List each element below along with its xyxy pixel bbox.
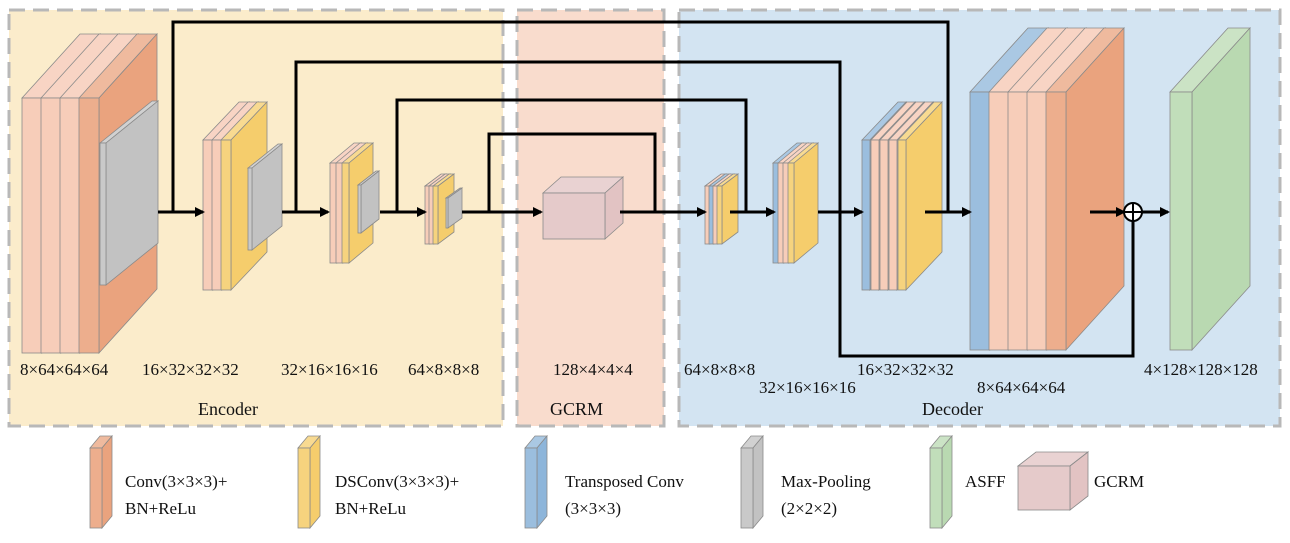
legend-tconv-swatch [524,434,548,530]
legend: Conv(3×3×3)+ BN+ReLu DSConv(3×3×3)+ BN+R… [89,434,1144,530]
legend-conv-label-2: BN+ReLu [125,499,196,518]
blocks-layer [21,26,1251,355]
legend-asff-label: ASFF [965,472,1006,491]
enc4-pool-block [444,187,464,229]
dec4-block-layer-5 [1045,26,1125,352]
dim-gcrm: 128×4×4×4 [553,360,633,379]
output-skip-connection [838,212,1135,358]
legend-dsconv-label-1: DSConv(3×3×3)+ [335,472,459,491]
dim-enc2: 16×32×32×32 [142,360,239,379]
skip-connection-4 [487,132,657,212]
dim-output: 4×128×128×128 [1144,360,1258,379]
legend-asff-swatch [929,434,953,530]
legend-pool-label-1: Max-Pooling [781,472,871,491]
dim-enc3: 32×16×16×16 [281,360,378,379]
dim-dec2: 32×16×16×16 [759,378,856,397]
dec3-block-layer-5 [897,100,943,292]
legend-dsconv-label-2: BN+ReLu [335,499,406,518]
legend-conv-swatch [89,434,113,530]
skip-connections [171,20,1135,358]
enc2-pool-block [246,143,284,251]
legend-tconv-label-2: (3×3×3) [565,499,621,518]
legend-tconv-label-1: Transposed Conv [565,472,684,491]
dim-dec1: 64×8×8×8 [684,360,755,379]
decoder-label: Decoder [922,399,983,419]
dim-enc4: 64×8×8×8 [408,360,479,379]
dim-enc1: 8×64×64×64 [20,360,109,379]
gcrm-block [541,176,625,240]
dec2-block-layer-4 [786,142,820,264]
dim-dec3: 16×32×32×32 [857,360,954,379]
enc3-pool-block [356,170,381,234]
legend-pool-swatch [740,434,764,530]
skip-connection-1 [171,20,950,212]
dec1-block-layer-4 [715,173,740,245]
output-asff-block [1169,26,1251,352]
add-node-icon [1123,202,1143,222]
dim-dec4: 8×64×64×64 [977,378,1066,397]
skip-connection-3 [395,98,748,212]
legend-dsconv-swatch [297,434,321,530]
legend-gcrm-label: GCRM [1094,472,1144,491]
legend-pool-label-2: (2×2×2) [781,499,837,518]
legend-gcrm-swatch [1016,451,1090,511]
gcrm-label: GCRM [550,399,603,419]
enc1-pool-block [98,100,160,286]
skip-connection-2 [294,60,842,212]
encoder-label: Encoder [198,399,258,419]
legend-conv-label-1: Conv(3×3×3)+ [125,472,227,491]
